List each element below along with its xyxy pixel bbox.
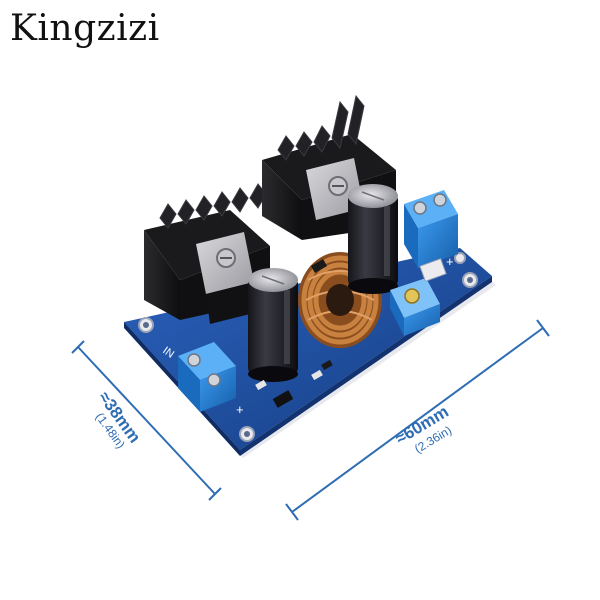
potentiometer [390,258,447,336]
silkscreen-plus-output: + [446,254,454,269]
dimension-line-width [71,340,222,501]
terminal-block-output [404,190,458,268]
capacitor-left [248,268,298,382]
silkscreen-plus-input: + [236,402,244,417]
mounting-holes [138,252,478,442]
smd-components [255,259,333,408]
capacitor-right [348,184,398,294]
dimension-line-length [285,319,550,521]
heatsink-left [144,183,270,324]
brand-logo: Kingzizi [10,8,160,49]
terminal-block-input [178,342,236,412]
